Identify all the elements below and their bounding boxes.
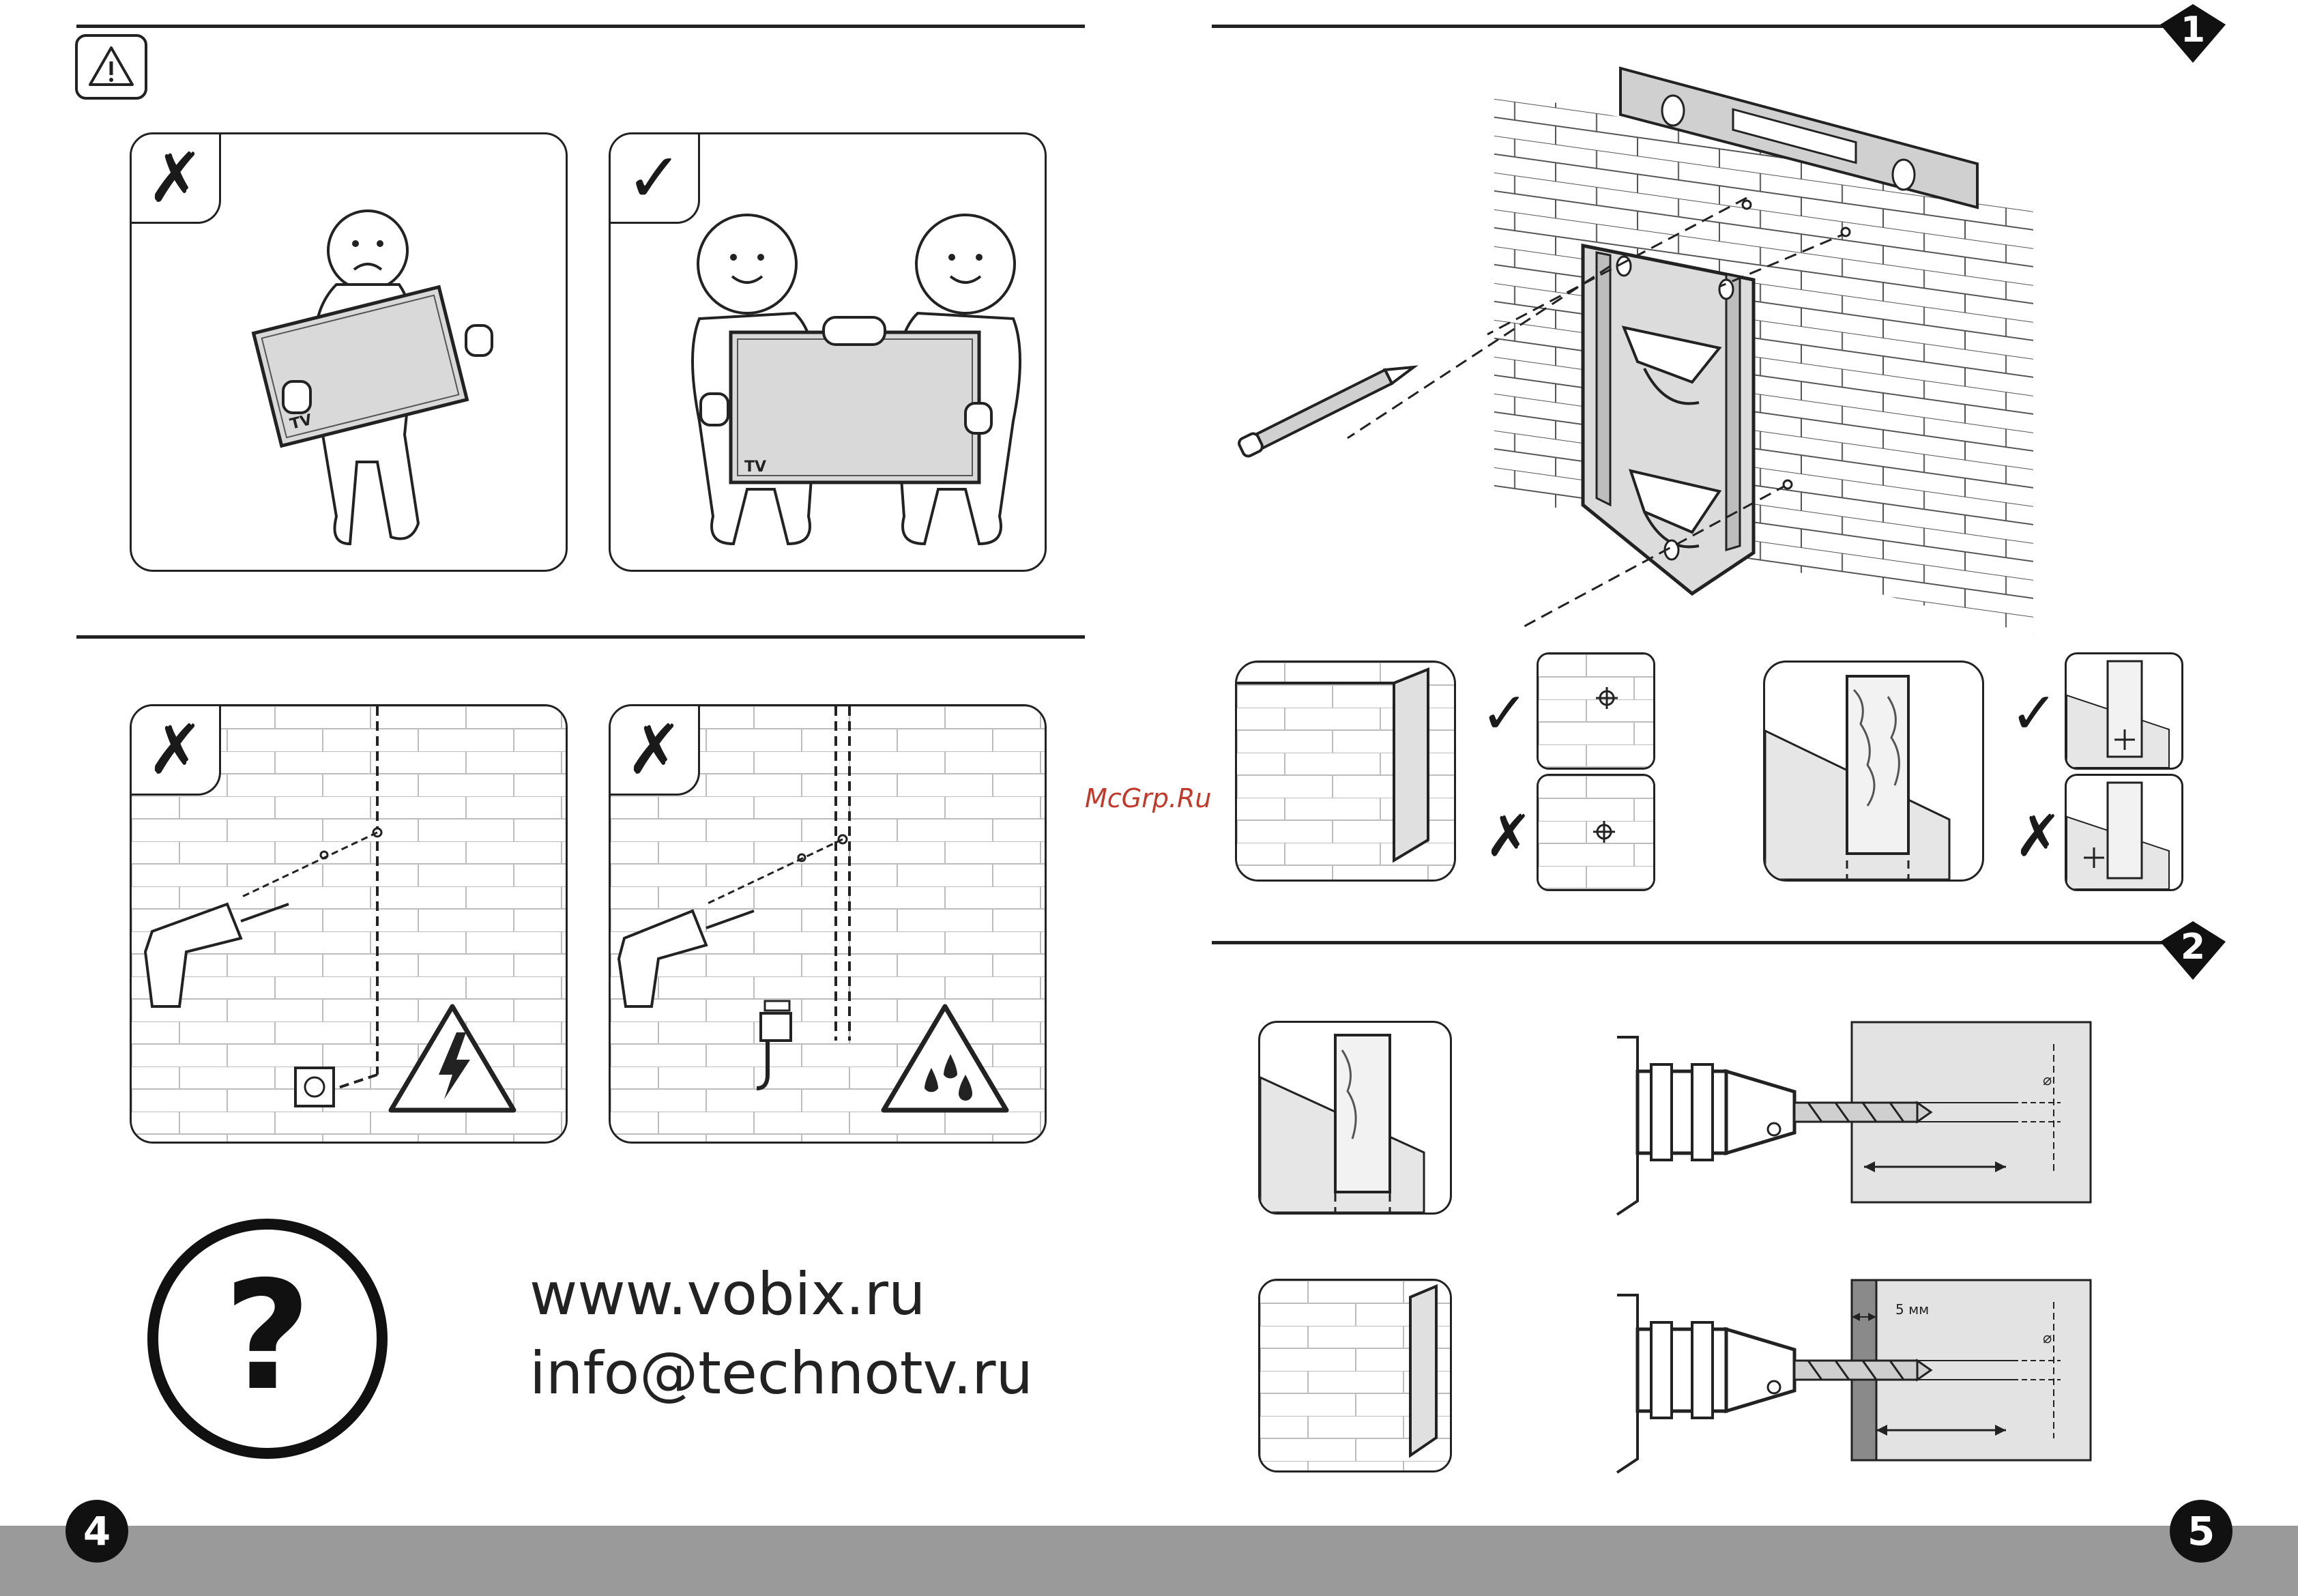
wrong-mark: ✗	[611, 706, 700, 796]
drill-into-drywall-illustration: ⌀	[1603, 1017, 2095, 1221]
check-ok: ✓	[1481, 680, 1528, 746]
page-number-left: 4	[66, 1500, 128, 1563]
panel-drywall-small	[1258, 1021, 1452, 1215]
brick-mark-wrong	[1537, 774, 1655, 891]
drywall-stud-illustration	[1260, 1023, 1450, 1213]
top-rule-right	[1212, 25, 2187, 28]
svg-text:?: ?	[224, 1249, 311, 1423]
wall-bracket-icon	[1583, 246, 1754, 594]
brick-wall-corner-illustration	[1260, 1281, 1450, 1470]
panel-brick-small	[1258, 1279, 1452, 1472]
mid-rule-left	[76, 635, 1085, 639]
stud-mark-wrong	[2065, 774, 2183, 891]
footer-bar	[0, 1526, 2298, 1596]
step-2-number: 2	[2166, 920, 2220, 974]
panel-brick-wall	[1235, 661, 1456, 882]
panel-carry-together: ✓ TV	[609, 132, 1047, 572]
check-ok: ✓	[2010, 680, 2058, 746]
tv-label: TV	[744, 459, 766, 476]
brick-mark-correct	[1537, 652, 1655, 770]
top-rule-left	[76, 25, 1085, 28]
drill-into-brick-illustration: 5 мм ⌀	[1603, 1275, 2095, 1479]
step-2-rule	[1212, 941, 2187, 944]
drywall-stud-illustration	[1765, 663, 1982, 880]
bracket-marking-illustration	[1228, 61, 2061, 648]
page-number-right: 5	[2170, 1500, 2232, 1563]
watermark: McGrp.Ru	[1085, 783, 1211, 813]
pencil-icon	[1237, 367, 1414, 458]
two-people-carrying-tv-illustration: TV	[611, 134, 1047, 572]
brick-wall-corner-illustration	[1237, 663, 1454, 880]
panel-drywall-stud	[1763, 661, 1984, 882]
panel-drill-electric: ✗	[130, 704, 568, 1144]
depth-offset-label: 5 мм	[1895, 1301, 1929, 1318]
svg-text:⌀: ⌀	[2043, 1072, 2052, 1089]
person-carrying-tv-alone-illustration: TV	[132, 134, 568, 572]
contact-website[interactable]: www.vobix.ru	[529, 1257, 926, 1332]
svg-text:⌀: ⌀	[2043, 1330, 2052, 1347]
stud-mark-correct	[2065, 652, 2183, 770]
panel-carry-alone: ✗ TV	[130, 132, 568, 572]
step-1-number: 1	[2166, 3, 2220, 57]
wrong-mark: ✗	[132, 706, 221, 796]
check-bad: ✗	[1485, 802, 1532, 869]
warning-box	[75, 34, 147, 100]
check-bad: ✗	[2014, 802, 2062, 869]
contact-email[interactable]: info@technotv.ru	[529, 1336, 1033, 1411]
warning-triangle-icon	[78, 37, 145, 97]
question-mark-icon: ?	[145, 1216, 390, 1462]
panel-drill-water: ✗	[609, 704, 1047, 1144]
